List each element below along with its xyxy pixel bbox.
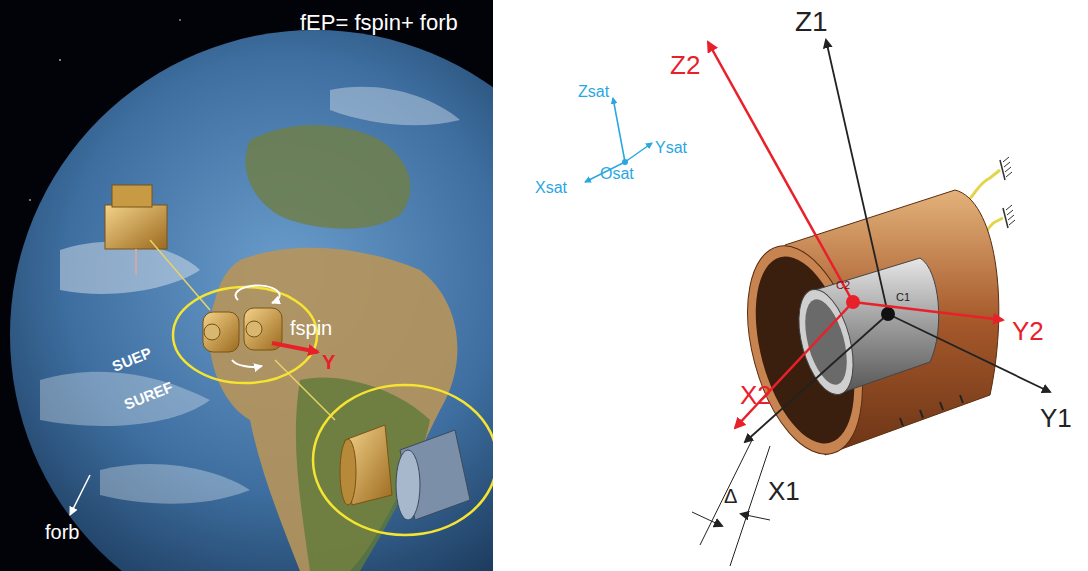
frame-2 (708, 42, 1003, 428)
spin-frequency: fspin (290, 318, 332, 338)
axis-label: Y (322, 352, 335, 372)
orbit-frequency: forb (45, 522, 79, 542)
satellite (105, 185, 167, 275)
satellite-frame (585, 98, 652, 182)
dimension-label: Δ (724, 486, 737, 506)
earth-photo (0, 0, 493, 571)
cylinder-parts (340, 425, 470, 520)
axis-label: X2 (740, 382, 772, 408)
suep-suref-cylinders (203, 308, 282, 352)
axis-label: Y2 (1012, 318, 1044, 344)
axis-label: Y1 (1040, 405, 1072, 431)
axis-label: Zsat (578, 84, 609, 100)
frame-1 (745, 40, 1050, 442)
origin-label: Osat (600, 166, 634, 182)
axis-label: Xsat (535, 180, 567, 196)
delta-dimension (692, 440, 770, 566)
center-label: C2 (836, 280, 850, 291)
frequency-equation: fEP= fspin+ forb (300, 12, 458, 34)
axis-label: Z2 (670, 52, 700, 78)
axis-label: Ysat (655, 140, 687, 156)
axis-label: Z1 (795, 8, 828, 36)
center-label: C1 (896, 292, 910, 303)
outer-cylinder (727, 190, 999, 467)
axis-label: X1 (768, 478, 800, 504)
